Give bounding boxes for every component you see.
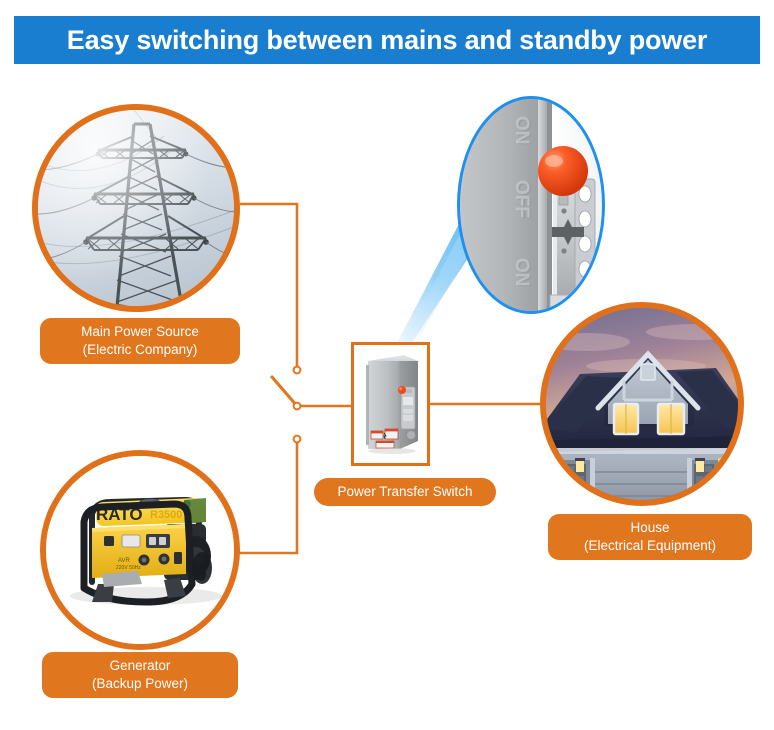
node-main-power-source[interactable] [32,104,240,312]
wire-generator-to-switch [239,440,299,555]
node-house[interactable] [540,302,744,506]
generator-photo: RATO R3500 AVR 220V 50Hz [46,456,234,644]
node-generator[interactable]: RATO R3500 AVR 220V 50Hz [40,450,240,650]
svg-text:ON: ON [511,258,532,287]
label-main-power-source-line2: (Electric Company) [82,342,198,357]
house-photo [546,308,738,500]
label-power-transfer-switch: Power Transfer Switch [314,478,496,506]
label-main-power-source: Main Power Source (Electric Company) [40,318,240,364]
lever-ball-handle [538,146,588,196]
terminal-generator [292,434,302,444]
knife-switch-blade [270,375,299,408]
switch-lever-closeup-photo: ON OFF ON ON OFF ON [460,99,602,311]
label-power-transfer-switch-text: Power Transfer Switch [337,484,473,499]
marking-on-bottom: ON [513,259,534,288]
porch-lamp-right [695,458,705,472]
label-house: House (Electrical Equipment) [548,514,752,560]
transfer-switch-photo [354,345,427,463]
transfer-switch-handle [398,386,406,394]
svg-text:AVR: AVR [118,558,131,564]
wire-mains-to-switch [240,202,299,369]
svg-text:ON: ON [511,116,532,145]
label-house-line2: (Electrical Equipment) [583,538,717,553]
terminal-mains [292,365,302,375]
svg-text:R3500: R3500 [150,509,182,521]
svg-text:220V 50Hz: 220V 50Hz [116,565,141,571]
marking-off: OFF [513,181,534,219]
label-generator: Generator (Backup Power) [42,652,238,698]
porch-lamp-left [575,458,585,472]
label-generator-line1: Generator [109,658,171,673]
label-main-power-source-line1: Main Power Source [81,324,199,339]
magnifier-circle-switch-lever: ON OFF ON ON OFF ON [457,96,605,314]
page-title: Easy switching between mains and standby… [66,24,708,55]
transmission-tower-photo [38,110,234,306]
node-power-transfer-switch[interactable] [351,342,430,466]
garage-door [594,460,688,500]
label-generator-line2: (Backup Power) [91,676,189,691]
terminal-pivot [292,401,302,411]
label-house-line1: House [630,520,670,535]
header-banner: Easy switching between mains and standby… [14,16,760,64]
lever-rotor [552,208,584,254]
svg-text:OFF: OFF [511,180,532,218]
marking-on-top: ON [513,117,534,146]
